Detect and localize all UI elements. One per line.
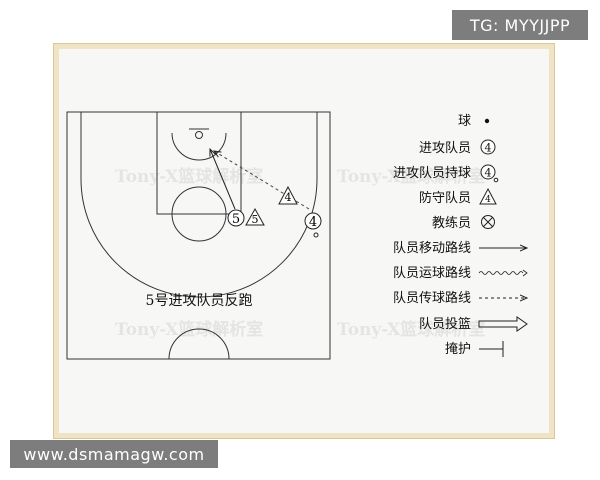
legend-item-pass: 队员传球路线 xyxy=(393,290,527,306)
legend-label: 球 xyxy=(458,114,471,129)
attacker-5-number: 5 xyxy=(232,212,240,227)
legend-item-dribble: 队员运球路线 xyxy=(393,265,528,281)
defender-5: 5 xyxy=(245,207,265,226)
three-point-line xyxy=(80,112,318,298)
half-court xyxy=(66,111,331,360)
legend-item-screen: 掩护 xyxy=(445,341,504,357)
legend-item-coach: 教练员 xyxy=(432,215,495,231)
legend-sample: 4 xyxy=(485,142,492,155)
restricted-arc xyxy=(171,132,227,161)
watermark-text: Tony-X篮球解析室 xyxy=(115,319,263,340)
ball-marker xyxy=(313,232,319,238)
screen-icon xyxy=(479,341,504,357)
legend-item-move: 队员移动路线 xyxy=(393,240,527,256)
legend-label: 防守队员 xyxy=(419,190,471,206)
watermark-text: Tony-X篮球解析室 xyxy=(337,166,485,187)
defender-4-number: 4 xyxy=(285,191,292,204)
legend-item-offense-ball: 进攻队员持球 4 xyxy=(393,164,499,183)
diagram-frame: Tony-X篮球解析室 Tony-X篮球解析室 Tony-X篮球解析室 Tony… xyxy=(53,43,555,439)
attacker-4-with-ball: 4 xyxy=(304,212,322,238)
ball-icon xyxy=(493,177,499,183)
attacker-4-number: 4 xyxy=(309,215,317,230)
watermark-text: Tony-X篮球解析室 xyxy=(115,166,263,187)
legend-item-defense: 防守队员 4 xyxy=(419,187,497,206)
shot-arrow-icon xyxy=(478,316,528,332)
basket-rim xyxy=(195,131,203,139)
dribble-line-icon xyxy=(478,271,524,275)
legend-item-shot: 队员投篮 xyxy=(419,316,528,332)
offense-player-icon xyxy=(480,139,496,155)
free-throw-circle-top xyxy=(171,186,227,215)
legend-item-ball: 球 xyxy=(458,114,490,129)
paint-lane xyxy=(156,111,242,215)
legend-label: 掩护 xyxy=(445,342,471,357)
cut-path-line xyxy=(210,149,236,210)
play-caption: 5号进攻队员反跑 xyxy=(146,293,253,309)
attacker-5: 5 xyxy=(227,209,245,227)
center-circle xyxy=(168,328,230,360)
bottom-url-badge: www.dsmamagw.com xyxy=(10,440,218,468)
legend-sample: 4 xyxy=(485,167,492,180)
legend-label: 队员运球路线 xyxy=(393,265,471,281)
legend-label: 教练员 xyxy=(432,215,471,231)
top-watermark-badge: TG: MYYJJPP xyxy=(452,10,588,40)
legend-label: 进攻队员 xyxy=(419,141,471,156)
legend-item-offense: 进攻队员 4 xyxy=(419,139,496,156)
watermark-text: Tony-X篮球解析室 xyxy=(337,319,485,340)
defender-4: 4 xyxy=(278,185,298,205)
legend-label: 进攻队员持球 xyxy=(393,166,471,181)
defender-5-number: 5 xyxy=(252,213,259,226)
legend-sample: 4 xyxy=(485,195,491,205)
ball-icon xyxy=(484,118,490,124)
legend-label: 队员移动路线 xyxy=(393,240,471,256)
defense-player-icon xyxy=(479,187,497,205)
play-diagram: Tony-X篮球解析室 Tony-X篮球解析室 Tony-X篮球解析室 Tony… xyxy=(66,111,549,360)
legend-label: 队员投篮 xyxy=(419,316,471,332)
legend-label: 队员传球路线 xyxy=(393,290,471,306)
coach-icon xyxy=(481,215,495,229)
free-throw-circle-bottom xyxy=(171,213,227,242)
background-watermarks: Tony-X篮球解析室 Tony-X篮球解析室 Tony-X篮球解析室 Tony… xyxy=(115,166,485,340)
offense-player-icon xyxy=(480,164,496,180)
legend: 球 进攻队员 4 进攻队员持球 4 防守队员 4 教练员 xyxy=(393,114,527,357)
